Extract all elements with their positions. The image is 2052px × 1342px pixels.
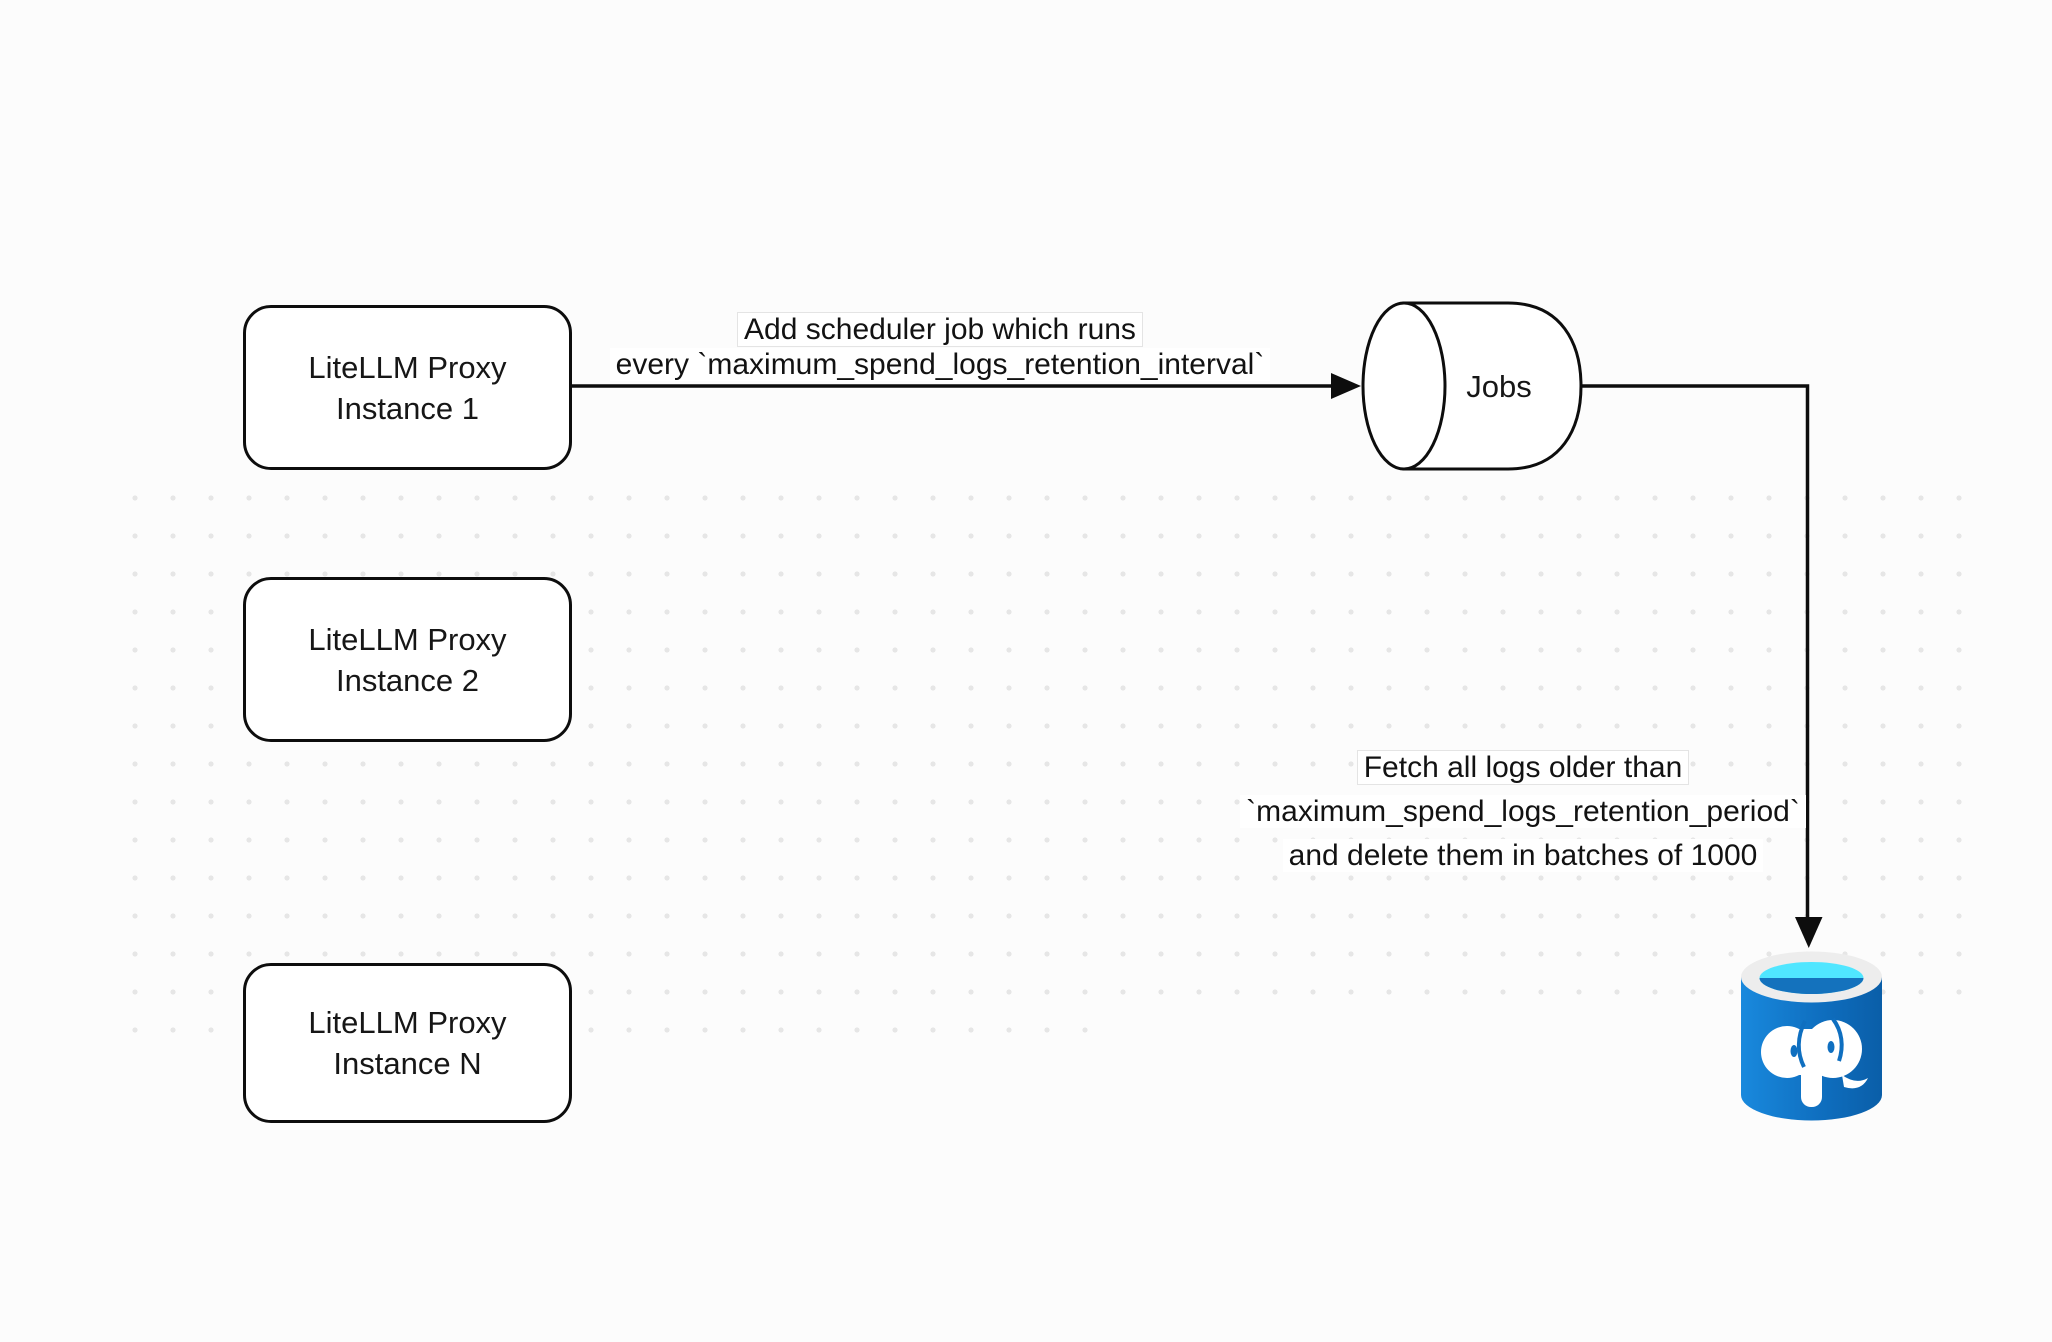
edge-label-scheduler: Add scheduler job which runs every `maxi… — [560, 312, 1320, 382]
node-label: Instance N — [333, 1046, 482, 1081]
arrowhead-down-icon — [1795, 917, 1823, 948]
elephant-silhouette — [1761, 1017, 1868, 1107]
edge-label-line: Add scheduler job which runs — [737, 312, 1143, 347]
node-litellm-proxy-instance-2: LiteLLM Proxy Instance 2 — [243, 577, 572, 742]
queue-cylinder-face — [1361, 301, 1447, 471]
queue-cylinder-body — [1402, 301, 1583, 471]
node-label: LiteLLM Proxy — [308, 621, 507, 657]
node-label: LiteLLM Proxy — [308, 349, 507, 385]
database-opening-shadow — [1759, 978, 1864, 994]
edge-label-line: Fetch all logs older than — [1356, 750, 1690, 785]
arrow-jobs-to-postgres — [1580, 384, 1810, 918]
arrowhead-right-icon — [1331, 373, 1361, 399]
node-label: Instance 2 — [335, 662, 480, 698]
node-litellm-proxy-instance-n: LiteLLM Proxy Instance N — [243, 963, 572, 1123]
node-label: LiteLLM Proxy — [308, 1005, 507, 1040]
edge-label-line: and delete them in batches of 1000 — [1282, 839, 1764, 872]
node-label: Instance 1 — [335, 390, 480, 426]
edge-label-line: `maximum_spend_logs_retention_period` — [1240, 795, 1806, 828]
node-jobs-queue: Jobs — [1361, 301, 1583, 471]
dot-grid-background — [116, 479, 1978, 1011]
node-litellm-proxy-instance-1: LiteLLM Proxy Instance 1 — [243, 305, 572, 470]
edge-label-cleanup: Fetch all logs older than `maximum_spend… — [1153, 746, 1893, 878]
edge-label-line: every `maximum_spend_logs_retention_inte… — [609, 348, 1271, 381]
postgresql-icon — [1741, 951, 1882, 1121]
jobs-label: Jobs — [1466, 369, 1531, 404]
